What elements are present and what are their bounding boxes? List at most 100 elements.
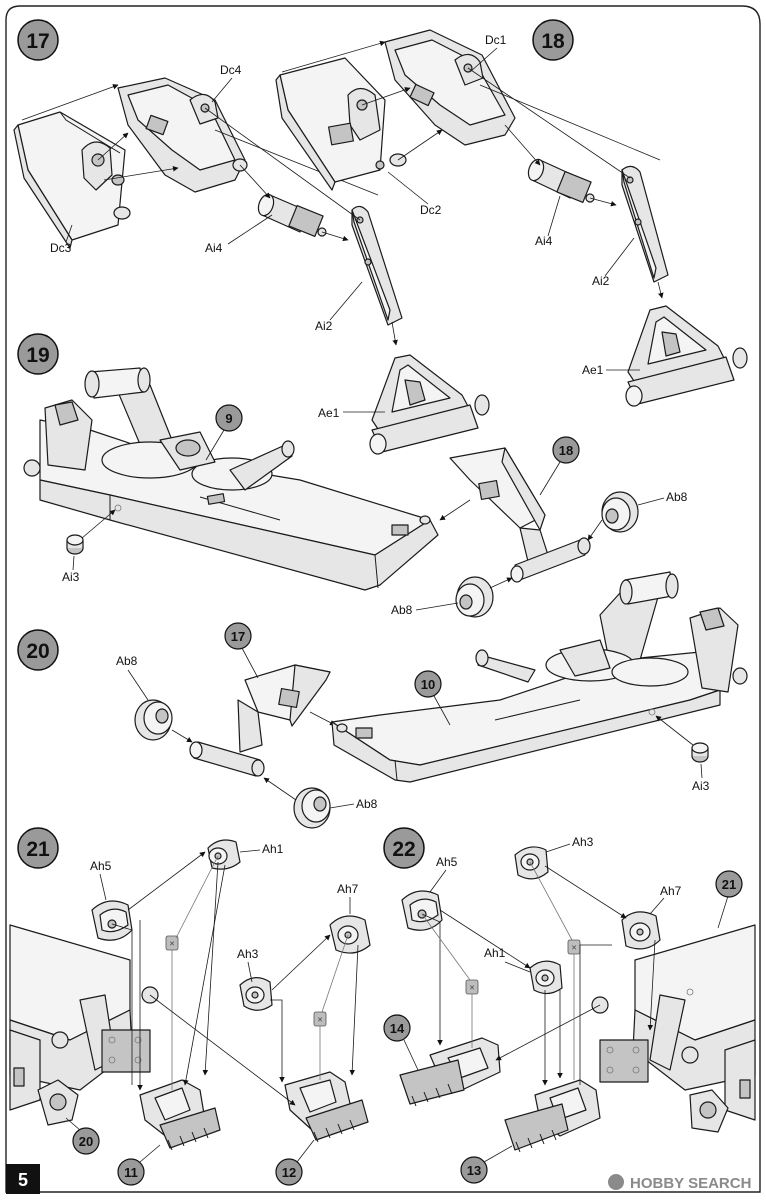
svg-text:21: 21: [722, 877, 736, 892]
part-ah3-a: [239, 977, 273, 1011]
label-ah1-b: Ah1: [484, 946, 506, 960]
svg-text:10: 10: [421, 677, 435, 692]
part-ai4-a: [257, 193, 327, 238]
svg-text:5: 5: [18, 1170, 28, 1190]
step-21: 21 20 Ah1: [9, 827, 371, 1186]
ref-13: 13: [460, 1156, 488, 1184]
ref-20: 20: [72, 1127, 100, 1155]
ref-17: 17: [224, 622, 252, 650]
svg-text:17: 17: [231, 629, 245, 644]
label-ah1-a: Ah1: [262, 842, 284, 856]
label-ah7-b: Ah7: [660, 884, 682, 898]
label-ai3-b: Ai3: [692, 779, 710, 793]
part-chassis-frame-a: [23, 367, 439, 591]
svg-text:9: 9: [225, 411, 232, 426]
watermark-logo-icon: [608, 1174, 624, 1190]
label-ah3-a: Ah3: [237, 947, 259, 961]
label-dc2: Dc2: [420, 203, 442, 217]
svg-text:18: 18: [559, 443, 573, 458]
part-chassis-frame-b: [331, 571, 748, 783]
part-mount-13: [504, 1079, 601, 1153]
label-ae1-a: Ae1: [318, 406, 340, 420]
ref-12: 12: [275, 1158, 303, 1186]
label-ah3-b: Ah3: [572, 835, 594, 849]
svg-text:HOBBY SEARCH: HOBBY SEARCH: [630, 1175, 751, 1192]
step-17-badge: 17: [17, 19, 59, 61]
svg-text:12: 12: [282, 1165, 296, 1180]
svg-text:✕: ✕: [317, 1016, 323, 1024]
label-dc4: Dc4: [220, 63, 242, 77]
assembly-18: [449, 447, 591, 583]
part-ah5-b: [401, 890, 443, 931]
page-number: 5: [6, 1164, 40, 1194]
part-mount-12: [284, 1071, 369, 1143]
ref-18: 18: [552, 436, 580, 464]
part-ai2-a: [351, 205, 403, 326]
svg-text:19: 19: [26, 344, 49, 367]
ref-11: 11: [117, 1158, 145, 1186]
svg-text:22: 22: [392, 838, 415, 861]
step-22-badge: 22: [383, 827, 425, 869]
part-ae1-a: [369, 354, 490, 455]
label-ab8-b: Ab8: [391, 603, 413, 617]
part-dc3: [13, 111, 131, 249]
svg-text:18: 18: [541, 30, 565, 53]
label-ab8-c: Ab8: [116, 654, 138, 668]
step-21-badge: 21: [17, 827, 59, 869]
step-22: 22 21 A: [383, 827, 756, 1184]
label-dc1: Dc1: [485, 33, 507, 47]
part-ah7-a: [329, 915, 371, 954]
label-ab8-a: Ab8: [666, 490, 688, 504]
svg-text:13: 13: [467, 1163, 481, 1178]
label-ai2-b: Ai2: [592, 274, 610, 288]
part-mount-11: [139, 1079, 221, 1151]
step-20-badge: 20: [17, 629, 59, 671]
part-ai2-b: [621, 165, 669, 283]
part-ab8-c: [134, 699, 173, 741]
part-ah1-a: [207, 839, 241, 870]
part-mount-14: [399, 1037, 501, 1107]
label-ah5-b: Ah5: [436, 855, 458, 869]
svg-text:21: 21: [26, 838, 50, 861]
part-ah1-b: [529, 960, 563, 995]
assembly-17: [189, 664, 331, 777]
svg-text:14: 14: [390, 1021, 405, 1036]
part-ae1-b: [625, 305, 748, 407]
ref-21: 21: [715, 870, 743, 898]
part-ai3-b: [691, 742, 709, 763]
part-ah7-b: [621, 911, 661, 950]
glue-icon: ✕: [313, 1011, 327, 1027]
page-frame: [5, 5, 761, 1193]
ref-14: 14: [383, 1014, 411, 1042]
svg-text:17: 17: [26, 30, 49, 53]
label-ai4-b: Ai4: [535, 234, 553, 248]
part-ab8-b: [455, 576, 494, 618]
label-dc3: Dc3: [50, 241, 72, 255]
step-18: 18: [275, 19, 748, 407]
part-chassis-corner-a: [9, 924, 159, 1126]
glue-icon: ✕: [465, 979, 479, 995]
part-ah3-b: [514, 846, 549, 880]
svg-text:✕: ✕: [469, 984, 475, 992]
part-dc1: [384, 29, 516, 146]
label-ai3-a: Ai3: [62, 570, 80, 584]
glue-icon: ✕: [567, 939, 581, 955]
part-dc2: [275, 57, 407, 191]
watermark: HOBBY SEARCH: [608, 1174, 751, 1192]
ref-9: 9: [215, 404, 243, 432]
part-ai4-b: [527, 158, 595, 204]
step-19-badge: 19: [17, 333, 59, 375]
part-ab8-d: [293, 787, 331, 829]
part-ah5-a: [91, 900, 133, 941]
part-ab8-a: [601, 491, 639, 533]
label-ah7-a: Ah7: [337, 882, 359, 896]
svg-text:20: 20: [79, 1134, 93, 1149]
label-ai4-a: Ai4: [205, 241, 223, 255]
svg-text:✕: ✕: [169, 940, 175, 948]
ref-10: 10: [414, 670, 442, 698]
svg-text:20: 20: [26, 640, 49, 663]
label-ah5-a: Ah5: [90, 859, 112, 873]
step-18-badge: 18: [532, 19, 574, 61]
part-ai3-a: [66, 534, 84, 555]
